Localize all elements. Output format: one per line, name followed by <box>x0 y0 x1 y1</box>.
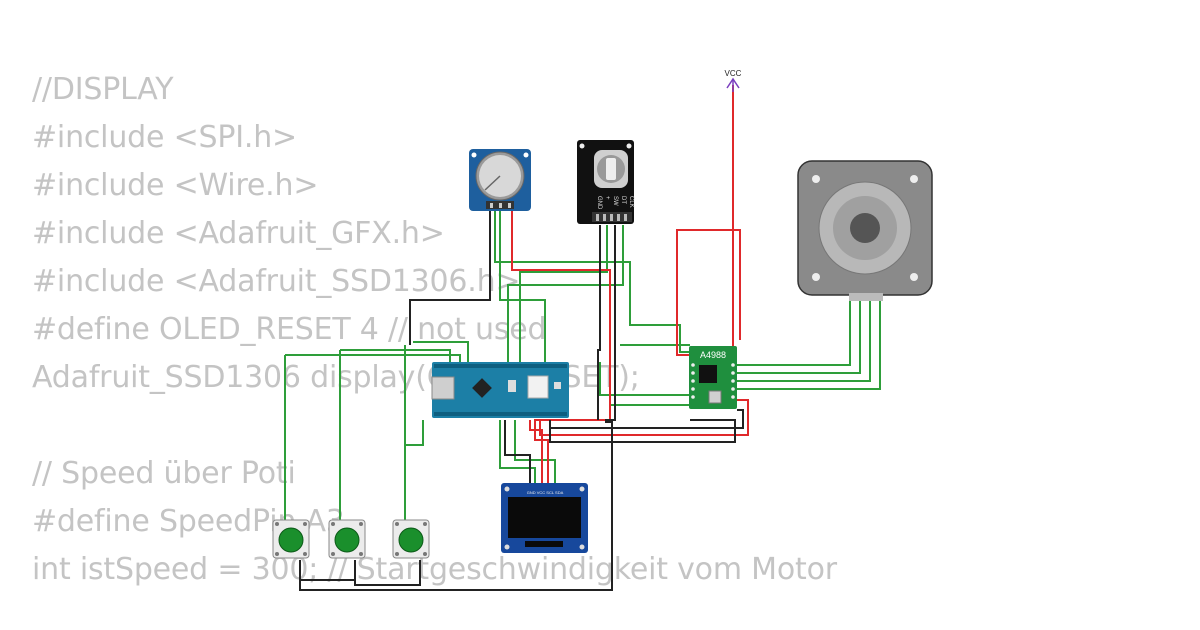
code-line: #include <Adafruit_SSD1306.h> <box>32 264 521 299</box>
vcc-label: VCC <box>725 69 742 78</box>
encoder-pin-label: CLK <box>628 196 634 208</box>
encoder-pin-label: + <box>604 196 610 200</box>
potentiometer-icon[interactable] <box>469 149 531 211</box>
encoder-pin-label: DT <box>620 196 626 204</box>
stepper-motor-icon[interactable] <box>797 160 933 301</box>
oled-display-icon[interactable]: GND VCC SCL SDA <box>501 483 588 553</box>
encoder-pin-label: SW <box>612 196 618 206</box>
code-line: #include <Adafruit_GFX.h> <box>32 216 445 251</box>
pushbutton-icon[interactable] <box>272 519 310 559</box>
code-line: // Speed über Poti <box>32 456 296 491</box>
code-line: //DISPLAY <box>32 72 174 107</box>
code-line: #include <SPI.h> <box>32 120 297 155</box>
vcc-arrow-icon: VCC <box>725 69 742 92</box>
black-wires <box>299 210 744 591</box>
pushbutton-icon[interactable] <box>328 519 366 559</box>
code-line: #include <Wire.h> <box>32 168 319 203</box>
arduino-nano-icon[interactable] <box>431 362 569 418</box>
red-wires <box>511 85 749 485</box>
pushbutton-icon[interactable] <box>392 519 430 559</box>
green-wires <box>284 210 881 520</box>
oled-pin-labels: GND VCC SCL SDA <box>527 490 564 495</box>
encoder-pin-label: GND <box>596 196 602 210</box>
code-line: #define OLED_RESET 4 // not used <box>32 312 547 347</box>
rotary-encoder-icon[interactable]: CLK DT SW + GND <box>577 140 634 224</box>
driver-label: A4988 <box>700 350 726 360</box>
a4988-driver-icon[interactable]: A4988 <box>689 346 737 409</box>
